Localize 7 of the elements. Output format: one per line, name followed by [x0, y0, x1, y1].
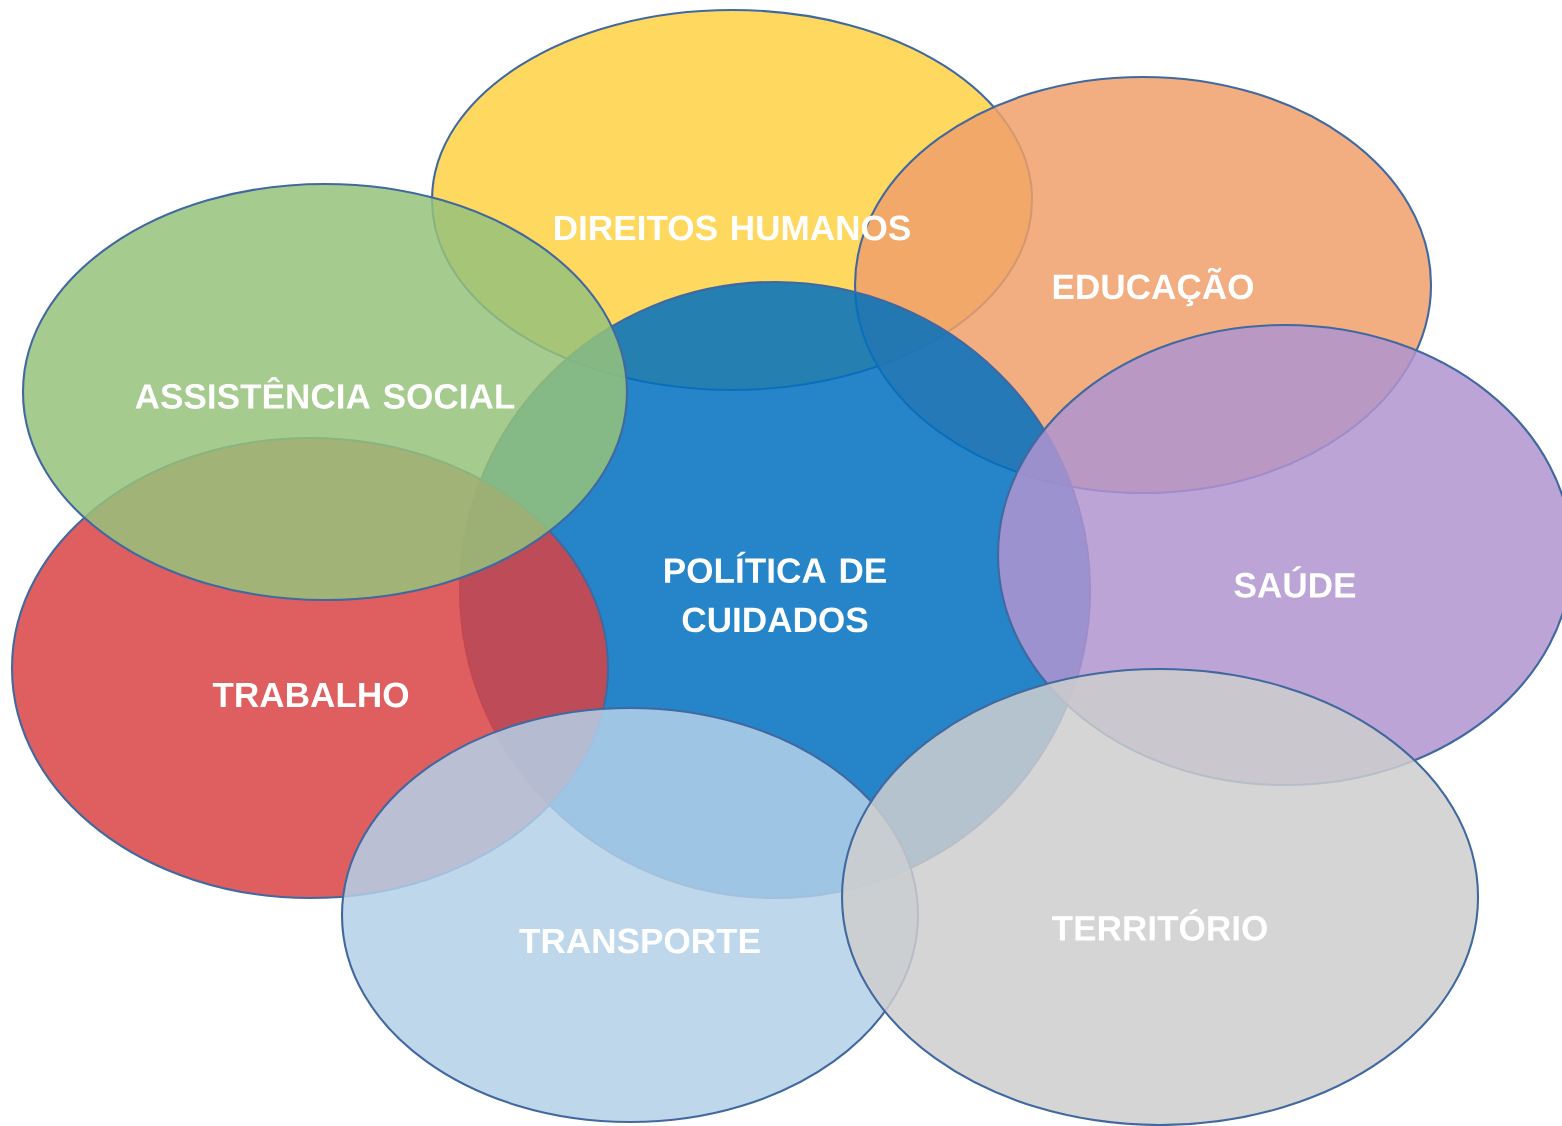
ellipse-label: POLÍTICA DE CUIDADOS	[665, 551, 886, 633]
ellipse-label: TRABALHO	[212, 682, 409, 708]
ellipse-label: EDUCAÇÃO	[1053, 267, 1254, 307]
ellipse-label: SAÚDE	[1234, 566, 1356, 598]
ellipse-label: ASSISTÊNCIA SOCIAL	[135, 377, 515, 409]
ellipse	[840, 667, 1480, 1126]
ellipse-label: TRANSPORTE	[519, 928, 760, 954]
